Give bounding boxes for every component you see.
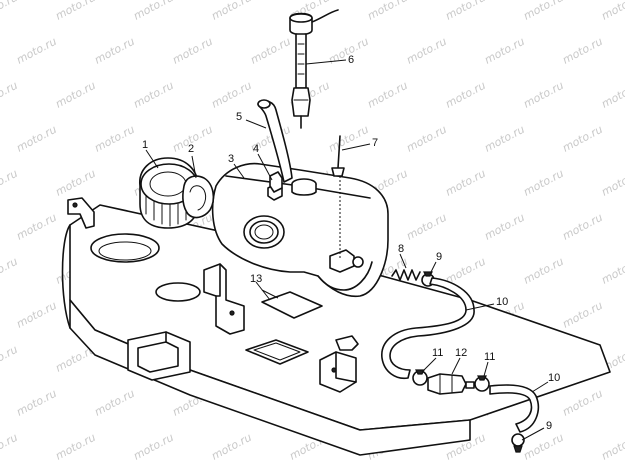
watermark-text: moto.ru: [560, 123, 605, 155]
callout-5: 5: [236, 111, 242, 123]
vent-straw: [331, 135, 345, 260]
watermark-text: moto.ru: [14, 387, 59, 419]
callout-10-lower: 10: [548, 372, 560, 384]
watermark-text: moto.ru: [131, 79, 176, 111]
callout-9-lower: 9: [546, 420, 552, 432]
watermark-text: moto.ru: [14, 211, 59, 243]
watermark-text: moto.ru: [365, 79, 410, 111]
clamp-right: [474, 375, 490, 392]
watermark-text: moto.ru: [0, 79, 20, 111]
watermark-text: moto.ru: [14, 123, 59, 155]
watermark-text: moto.ru: [599, 167, 625, 199]
watermark-text: moto.ru: [482, 123, 527, 155]
watermark-text: moto.ru: [560, 35, 605, 67]
watermark-text: moto.ru: [131, 0, 176, 23]
callout-6: 6: [348, 54, 354, 66]
vent-hose: [257, 99, 293, 183]
callout-8: 8: [398, 243, 404, 255]
watermark-text: moto.ru: [404, 123, 449, 155]
watermark-text: moto.ru: [92, 35, 137, 67]
clamp-left: [412, 369, 428, 386]
watermark-text: moto.ru: [482, 35, 527, 67]
fuel-tank: [211, 162, 389, 298]
mounting-bracket-left: [203, 263, 245, 335]
watermark-text: moto.ru: [521, 431, 566, 463]
watermark-text: moto.ru: [53, 431, 98, 463]
watermark-text: moto.ru: [599, 0, 625, 23]
watermark-text: moto.ru: [209, 79, 254, 111]
watermark-text: moto.ru: [92, 387, 137, 419]
watermark-text: moto.ru: [53, 79, 98, 111]
cap-gasket: [182, 175, 215, 219]
callout-2: 2: [188, 143, 194, 155]
watermark-text: moto.ru: [443, 79, 488, 111]
callout-9-upper: 9: [436, 251, 442, 263]
callout-3: 3: [228, 153, 234, 165]
watermark-text: moto.ru: [560, 299, 605, 331]
watermark-text: moto.ru: [53, 0, 98, 23]
pad-13: [261, 289, 323, 319]
callout-10-upper: 10: [496, 296, 508, 308]
watermark-text: moto.ru: [560, 387, 605, 419]
watermark-text: moto.ru: [443, 0, 488, 23]
watermark-text: moto.ru: [521, 167, 566, 199]
watermark-text: moto.ru: [599, 255, 625, 287]
leader-lines: [145, 59, 549, 441]
watermark-text: moto.ru: [0, 255, 20, 287]
watermark-text: moto.ru: [14, 299, 59, 331]
callout-labels: 1 2 3 4 5 6 7 8 9 10 11 12 11 10 9 13: [142, 54, 560, 432]
watermark-text: moto.ru: [521, 79, 566, 111]
watermark-text: moto.ru: [443, 167, 488, 199]
frame-member: [61, 197, 611, 456]
vent-fitting: [269, 171, 283, 193]
clamp-lower: [511, 433, 525, 453]
watermark-text: moto.ru: [599, 79, 625, 111]
callout-1: 1: [142, 139, 148, 151]
watermark-text: moto.ru: [482, 211, 527, 243]
watermark-text: moto.ru: [365, 0, 410, 23]
watermark-text: moto.ru: [326, 123, 371, 155]
callout-13: 13: [250, 273, 262, 285]
fuel-line-lower: [489, 384, 540, 433]
watermark-text: moto.ru: [404, 211, 449, 243]
watermark-text: moto.ru: [521, 0, 566, 23]
mounting-bracket-right: [319, 335, 359, 393]
watermark-text: moto.ru: [0, 167, 20, 199]
spring: [391, 269, 421, 281]
fuel-filter: [427, 373, 475, 395]
watermark-text: moto.ru: [0, 0, 20, 23]
watermark-text: moto.ru: [53, 167, 98, 199]
watermark-text: moto.ru: [0, 431, 20, 463]
watermark-text: moto.ru: [521, 255, 566, 287]
watermark-text: moto.ru: [599, 431, 625, 463]
callout-12: 12: [455, 347, 467, 359]
watermark-text: moto.ru: [209, 431, 254, 463]
watermark-text: moto.ru: [131, 431, 176, 463]
watermark-text: moto.ru: [14, 35, 59, 67]
fuel-line-upper: [381, 277, 475, 380]
watermark-text: moto.ru: [209, 0, 254, 23]
watermark-text: moto.ru: [170, 35, 215, 67]
fuel-gauge-sender: [289, 9, 339, 129]
callout-11-left: 11: [432, 347, 443, 359]
watermark-text: moto.ru: [0, 343, 20, 375]
watermark-text: moto.ru: [248, 35, 293, 67]
callout-11-right: 11: [484, 351, 495, 363]
callout-7: 7: [372, 137, 378, 149]
watermark-text: moto.ru: [560, 211, 605, 243]
watermark-text: moto.ru: [404, 35, 449, 67]
watermark-text: moto.ru: [92, 123, 137, 155]
callout-4: 4: [253, 143, 259, 155]
